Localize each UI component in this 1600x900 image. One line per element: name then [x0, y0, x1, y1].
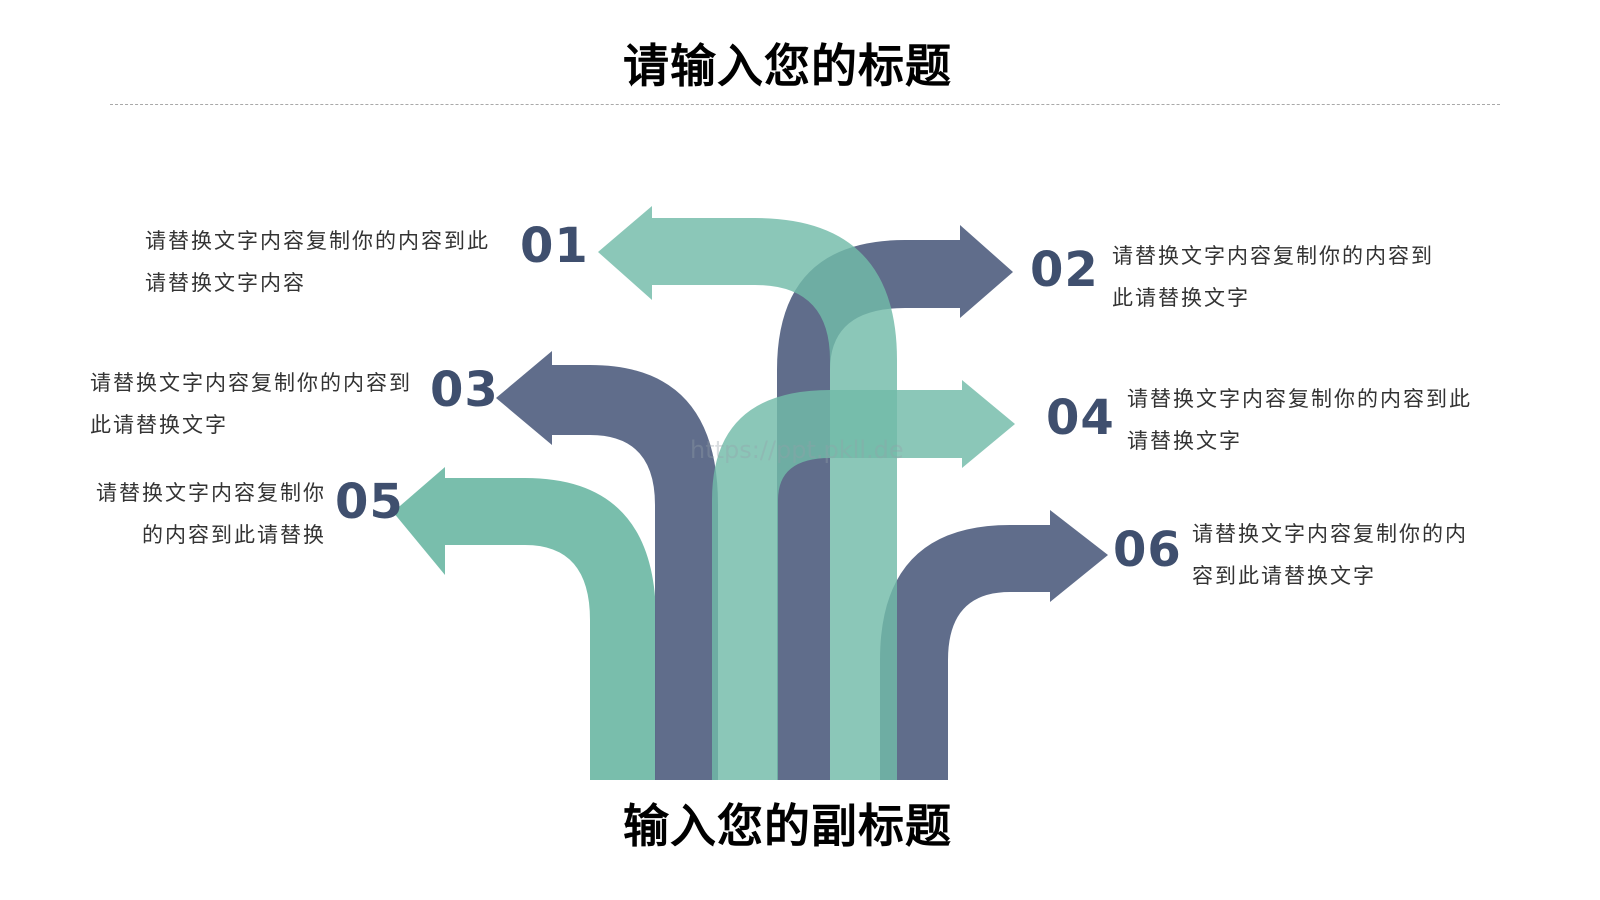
- item-02-line-1: 请替换文字内容复制你的内容到: [1112, 244, 1434, 268]
- item-01-line-2: 请替换文字内容: [145, 271, 306, 295]
- arrow-02: [777, 225, 1013, 780]
- arrow-03: [496, 351, 718, 780]
- item-04-text: 请替换文字内容复制你的内容到此 请替换文字: [1127, 378, 1472, 462]
- item-05-text: 请替换文字内容复制你 的内容到此请替换: [90, 472, 326, 556]
- item-02-text: 请替换文字内容复制你的内容到 此请替换文字: [1112, 235, 1434, 319]
- item-03-text: 请替换文字内容复制你的内容到 此请替换文字: [90, 362, 412, 446]
- item-01-line-1: 请替换文字内容复制你的内容到此: [145, 229, 490, 253]
- watermark-text: https://ppt.pkll.de: [690, 436, 904, 464]
- item-06-line-2: 容到此请替换文字: [1192, 564, 1376, 588]
- title-divider: [110, 104, 1500, 105]
- item-06-line-1: 请替换文字内容复制你的内: [1192, 522, 1468, 546]
- item-06-text: 请替换文字内容复制你的内 容到此请替换文字: [1192, 513, 1468, 597]
- item-02-line-2: 此请替换文字: [1112, 286, 1250, 310]
- arrow-05: [393, 467, 656, 780]
- item-05-number: 05: [335, 474, 404, 530]
- arrow-04: [712, 380, 1015, 780]
- arrow-01: [598, 206, 897, 780]
- item-05-line-2: 的内容到此请替换: [142, 523, 326, 547]
- arrow-06: [880, 510, 1108, 780]
- item-04-number: 04: [1046, 390, 1115, 446]
- item-01-text: 请替换文字内容复制你的内容到此 请替换文字内容: [145, 220, 490, 304]
- item-01-number: 01: [520, 218, 589, 274]
- item-04-line-2: 请替换文字: [1127, 429, 1242, 453]
- item-06-number: 06: [1113, 522, 1182, 578]
- item-05-line-1: 请替换文字内容复制你: [96, 481, 326, 505]
- item-03-number: 03: [430, 362, 499, 418]
- item-02-number: 02: [1030, 242, 1099, 298]
- item-03-line-1: 请替换文字内容复制你的内容到: [90, 371, 412, 395]
- item-03-line-2: 此请替换文字: [90, 413, 228, 437]
- slide-subtitle: 输入您的副标题: [623, 799, 952, 853]
- item-04-line-1: 请替换文字内容复制你的内容到此: [1127, 387, 1472, 411]
- slide-title: 请输入您的标题: [623, 39, 952, 93]
